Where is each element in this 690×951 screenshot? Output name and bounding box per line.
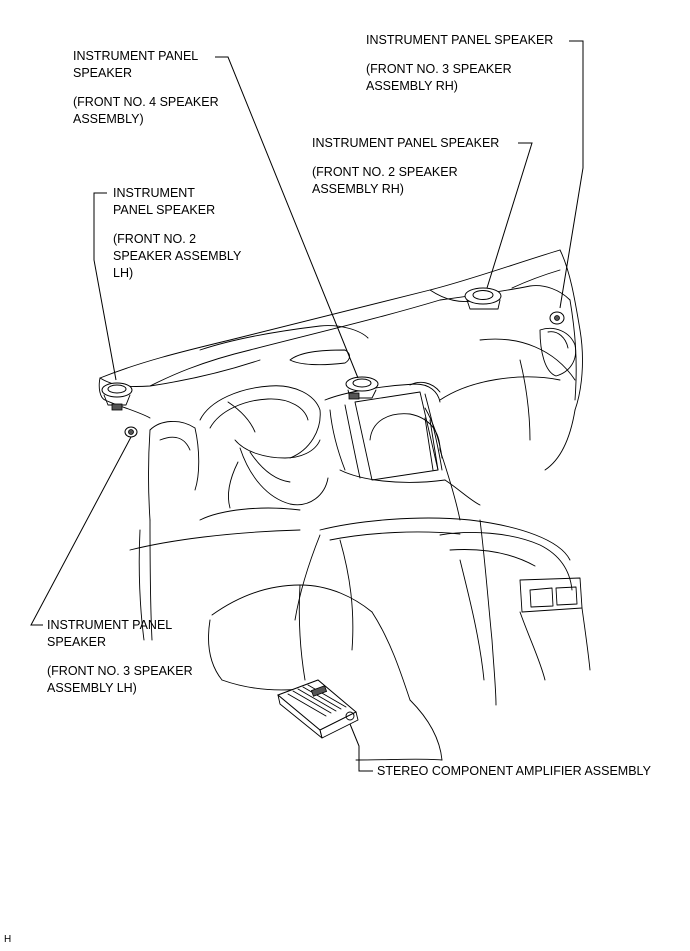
callout-line: (FRONT NO. 2 SPEAKER	[312, 165, 458, 179]
callout-line: INSTRUMENT PANEL SPEAKER	[312, 136, 500, 150]
callout-line: ASSEMBLY)	[73, 112, 144, 126]
callout-line: ASSEMBLY LH)	[47, 681, 137, 695]
callout-line: LH)	[113, 266, 134, 280]
passenger-dash	[369, 338, 576, 521]
callout-front-no2-lh: INSTRUMENT PANEL SPEAKER (FRONT NO. 2 SP…	[113, 185, 241, 282]
callout-front-no3-lh: INSTRUMENT PANEL SPEAKER (FRONT NO. 3 SP…	[47, 617, 193, 697]
callout-line: INSTRUMENT	[113, 186, 195, 200]
callout-line: SPEAKER ASSEMBLY	[113, 249, 242, 263]
stereo-amplifier	[277, 679, 359, 739]
callout-line: (FRONT NO. 3 SPEAKER	[47, 664, 193, 678]
speaker-front-no2-lh	[101, 382, 133, 411]
callout-front-no4: INSTRUMENT PANEL SPEAKER (FRONT NO. 4 SP…	[73, 48, 219, 128]
callout-line: STEREO COMPONENT AMPLIFIER ASSEMBLY	[377, 764, 651, 778]
callout-amplifier: STEREO COMPONENT AMPLIFIER ASSEMBLY	[377, 763, 651, 780]
callout-front-no2-rh: INSTRUMENT PANEL SPEAKER (FRONT NO. 2 SP…	[312, 135, 499, 198]
callout-line: INSTRUMENT PANEL SPEAKER	[366, 33, 554, 47]
callout-line: (FRONT NO. 2	[113, 232, 197, 246]
instrument-cluster	[148, 385, 329, 521]
speaker-front-no3-rh	[549, 311, 565, 325]
callout-line: INSTRUMENT PANEL	[73, 49, 199, 63]
speaker-front-no3-lh	[124, 426, 138, 438]
callout-line: (FRONT NO. 4 SPEAKER	[73, 95, 219, 109]
callout-line: ASSEMBLY RH)	[312, 182, 404, 196]
callout-line: PANEL SPEAKER	[113, 203, 216, 217]
leader-lines	[30, 40, 584, 772]
speaker-front-no4	[345, 376, 379, 400]
speaker-front-no2-rh	[464, 287, 502, 310]
callout-line: SPEAKER	[47, 635, 107, 649]
callout-front-no3-rh: INSTRUMENT PANEL SPEAKER (FRONT NO. 3 SP…	[366, 32, 553, 95]
seats-and-console	[129, 507, 591, 761]
center-stack	[324, 381, 481, 506]
dashboard-outline	[98, 249, 583, 471]
callout-line: ASSEMBLY RH)	[366, 79, 458, 93]
callout-line: SPEAKER	[73, 66, 133, 80]
corner-mark: H	[4, 934, 12, 945]
callout-line: INSTRUMENT PANEL	[47, 618, 173, 632]
callout-line: (FRONT NO. 3 SPEAKER	[366, 62, 512, 76]
